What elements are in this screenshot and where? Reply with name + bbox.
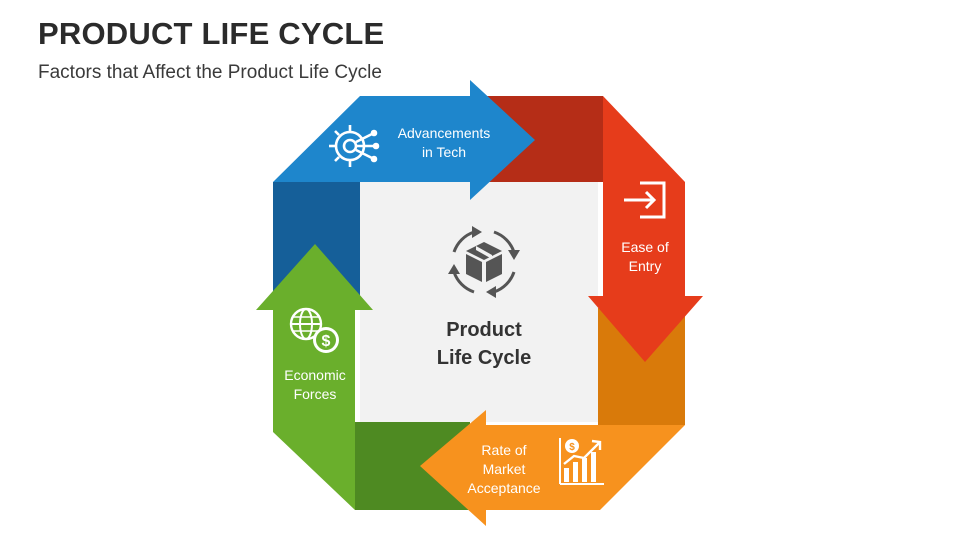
factor-label-advancements: Advancements in Tech <box>382 124 506 162</box>
svg-text:$: $ <box>569 442 575 453</box>
center-title-line1: Product <box>446 319 522 341</box>
factor-arrow-ease-of-entry[interactable] <box>588 96 703 362</box>
factor-label-market-acceptance: Rate of Market Acceptance <box>454 441 554 498</box>
factor-label-line: Economic <box>284 367 346 383</box>
enter-arrow-icon <box>624 181 666 219</box>
factor-label-line: in Tech <box>421 144 467 160</box>
factor-label-line: Ease of <box>621 239 669 255</box>
tech-gear-circuit-icon <box>329 125 380 167</box>
factor-label-line: Advancements <box>397 125 491 141</box>
page-subtitle: Factors that Affect the Product Life Cyc… <box>38 62 382 83</box>
page-title: PRODUCT LIFE CYCLE <box>38 16 385 51</box>
center-title: Product Life Cycle <box>404 316 564 372</box>
connector-top-right <box>487 96 603 182</box>
center-panel <box>360 182 598 422</box>
factor-arrow-economic-forces[interactable] <box>256 244 373 510</box>
factor-arrow-market-acceptance[interactable] <box>420 410 685 526</box>
factor-label-line: Forces <box>293 386 337 402</box>
globe-dollar-icon: $ <box>289 307 339 353</box>
factor-label-economic-forces: Economic Forces <box>270 366 360 404</box>
center-title-line2: Life Cycle <box>436 347 532 369</box>
factor-label-line: Rate of <box>481 442 527 458</box>
factor-label-ease-of-entry: Ease of Entry <box>600 238 690 276</box>
factor-label-line: Entry <box>628 258 662 274</box>
factor-label-line: Market <box>482 461 526 477</box>
box-cycle-icon <box>448 226 520 298</box>
growth-chart-dollar-icon: $ <box>559 438 604 485</box>
factor-arrow-advancements[interactable] <box>273 80 535 200</box>
factor-label-line: Acceptance <box>467 480 541 496</box>
connector-bottom-left <box>355 422 470 510</box>
svg-text:$: $ <box>322 333 331 350</box>
